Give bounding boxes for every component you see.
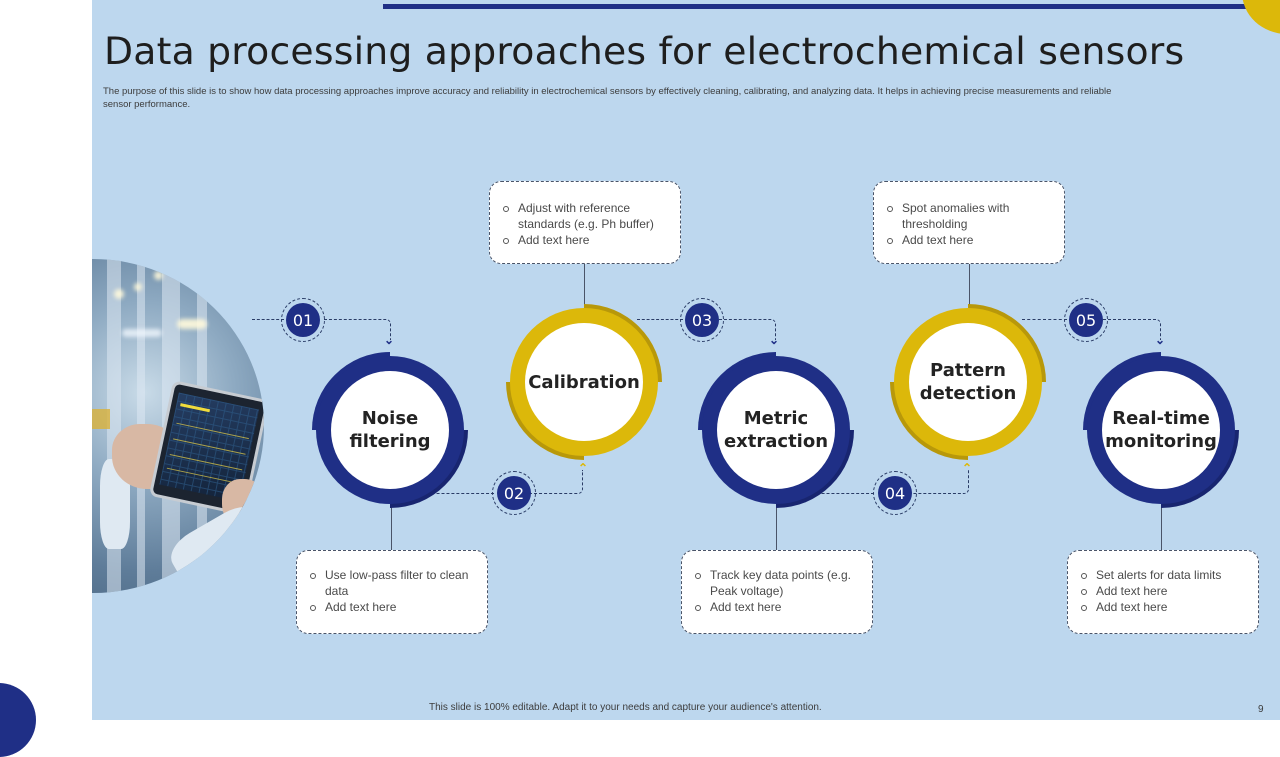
step-badge-03: 03 [680,298,724,342]
step-title-line1: Noise [361,408,419,429]
connector-line [719,319,776,340]
connector-line [637,319,683,320]
top-accent-bar [383,4,1253,9]
page-number: 9 [1258,704,1264,715]
note-bullet: Add text here [1080,583,1248,599]
step-ring-noise-filtering: Noise filtering [312,352,468,508]
corner-decoration-circle [1242,0,1280,34]
industrial-tablet-photo [92,259,264,593]
connector-line [392,493,494,494]
note-bullet: Use low-pass filter to clean data [309,567,477,599]
connector-line [1103,319,1161,340]
step-title-line1: Pattern [930,360,1006,381]
note-connector [391,505,392,550]
slide: Data processing approaches for electroch… [92,0,1280,720]
page-subtitle: The purpose of this slide is to show how… [103,86,1112,110]
step-ring-metric-extraction: Metric extraction [698,352,854,508]
note-box-pattern-detection: Spot anomalies with thresholding Add tex… [873,181,1065,264]
chevron-down-icon: ⌄ [1155,333,1166,347]
step-ring-pattern-detection: Pattern detection [890,304,1046,460]
step-title-line1: Real-time [1112,408,1210,429]
note-connector [776,505,777,550]
step-badge-05: 05 [1064,298,1108,342]
chevron-down-icon: ⌄ [384,333,395,347]
step-ring-calibration: Calibration [506,304,662,460]
step-title-line1: Metric [743,408,809,429]
page-title: Data processing approaches for electroch… [104,30,1185,73]
step-title-line2: extraction [723,431,829,452]
note-bullet: Add text here [309,599,477,615]
step-title-line1: Calibration [528,371,640,393]
note-bullet: Add text here [886,232,1054,248]
note-connector [584,263,585,305]
corner-decoration-circle-left [0,683,36,757]
note-bullet: Add text here [502,232,670,248]
note-bullet: Track key data points (e.g. Peak voltage… [694,567,862,599]
connector-line [910,470,969,494]
chevron-up-icon: ⌃ [962,461,973,475]
connector-line [782,493,874,494]
connector-line [530,470,583,494]
note-bullet: Add text here [694,599,862,615]
note-connector [969,263,970,305]
note-bullet: Adjust with reference standards (e.g. Ph… [502,200,670,232]
note-box-noise-filtering: Use low-pass filter to clean data Add te… [296,550,488,634]
step-ring-real-time-monitoring: Real-time monitoring [1083,352,1239,508]
connector-line [1022,319,1067,320]
chevron-up-icon: ⌃ [578,461,589,475]
footer-text: This slide is 100% editable. Adapt it to… [429,702,822,713]
note-bullet: Spot anomalies with thresholding [886,200,1054,232]
chevron-down-icon: ⌄ [769,333,780,347]
step-title-line2: monitoring [1105,431,1217,452]
note-bullet: Add text here [1080,599,1248,615]
connector-line [252,319,284,320]
step-title-line2: filtering [349,431,431,452]
step-badge-02: 02 [492,471,536,515]
connector-line [324,319,391,340]
note-connector [1161,505,1162,550]
note-box-metric-extraction: Track key data points (e.g. Peak voltage… [681,550,873,634]
step-title-line2: detection [919,383,1017,404]
step-badge-04: 04 [873,471,917,515]
step-badge-01: 01 [281,298,325,342]
note-box-real-time-monitoring: Set alerts for data limits Add text here… [1067,550,1259,634]
note-box-calibration: Adjust with reference standards (e.g. Ph… [489,181,681,264]
note-bullet: Set alerts for data limits [1080,567,1248,583]
